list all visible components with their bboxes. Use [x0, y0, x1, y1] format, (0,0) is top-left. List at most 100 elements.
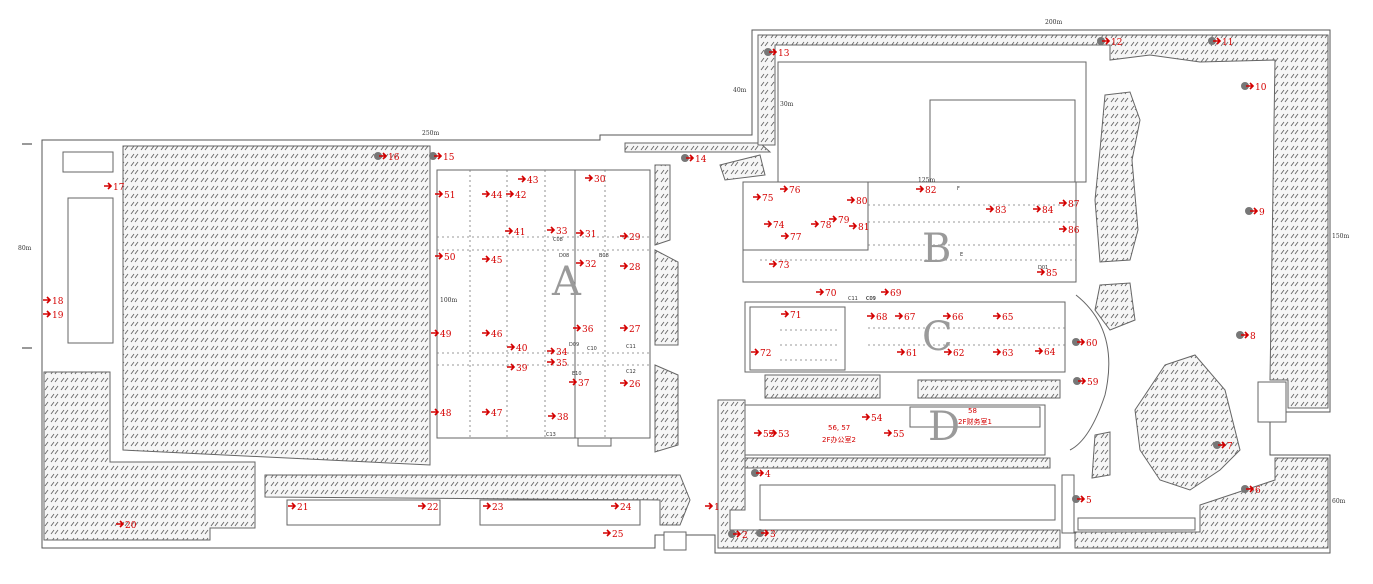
camera-arrow-icon — [507, 363, 516, 371]
marker-number: 2 — [742, 531, 748, 541]
camera-arrow-icon — [547, 226, 556, 234]
southeast-block-2 — [1077, 517, 1196, 531]
camera-arrow-icon — [483, 502, 492, 510]
camera-marker-43: 43 — [518, 175, 539, 186]
hatch-south-inner — [1061, 474, 1075, 534]
camera-arrow-icon — [781, 310, 790, 318]
camera-marker-48: 48 — [431, 408, 452, 419]
camera-arrow-icon — [1213, 37, 1222, 45]
camera-marker-23: 23 — [483, 502, 504, 513]
camera-arrow-icon — [780, 185, 789, 193]
camera-marker-7: 7 — [1213, 441, 1233, 452]
camera-marker-47: 47 — [482, 408, 503, 419]
camera-marker-41: 41 — [505, 227, 525, 238]
camera-arrow-icon — [434, 152, 443, 160]
camera-arrow-icon — [769, 48, 778, 56]
camera-marker-42: 42 — [506, 190, 526, 201]
southeast-block-1 — [759, 484, 1056, 521]
camera-arrow-icon — [379, 152, 388, 160]
camera-arrow-icon — [603, 529, 612, 537]
hatch-island-7 — [719, 154, 766, 181]
marker-number: 79 — [838, 216, 850, 226]
camera-arrow-icon — [43, 296, 52, 304]
marker-number: 30 — [594, 175, 606, 185]
marker-number: 32 — [585, 260, 596, 270]
camera-marker-78: 78 — [811, 220, 832, 231]
camera-arrow-icon — [769, 260, 778, 268]
buildings — [62, 61, 1287, 551]
camera-arrow-icon — [518, 175, 527, 183]
building-b-west — [742, 181, 869, 251]
marker-number: 33 — [556, 227, 568, 237]
camera-arrow-icon — [1033, 205, 1042, 213]
camera-marker-12: 12 — [1097, 37, 1122, 48]
camera-marker-1: 1 — [705, 502, 720, 513]
dim-40m: 40m — [733, 87, 747, 94]
marker-number: 80 — [856, 197, 868, 207]
camera-arrow-icon — [507, 343, 516, 351]
marker-number: 60 — [1086, 339, 1098, 349]
note-58: 58 — [968, 407, 977, 415]
small-block-nw — [62, 151, 114, 173]
camera-dot — [1097, 37, 1105, 45]
camera-marker-13: 13 — [764, 48, 790, 59]
camera-arrow-icon — [482, 408, 491, 416]
marker-number: 84 — [1042, 206, 1054, 216]
camera-marker-69: 69 — [881, 288, 902, 299]
marker-number: 44 — [491, 191, 503, 201]
camera-dot — [751, 469, 759, 477]
camera-arrow-icon — [781, 232, 790, 240]
camera-arrow-icon — [751, 348, 760, 356]
grid-code: C08 — [553, 237, 563, 243]
camera-marker-63: 63 — [993, 348, 1014, 359]
camera-arrow-icon — [482, 190, 491, 198]
camera-marker-76: 76 — [780, 185, 801, 196]
marker-number: 6 — [1255, 486, 1261, 496]
camera-arrow-icon — [816, 288, 825, 296]
marker-number: 20 — [125, 521, 137, 531]
dim-30m: 30m — [780, 101, 794, 108]
camera-marker-67: 67 — [895, 312, 916, 323]
marker-number: 51 — [444, 191, 455, 201]
camera-marker-70: 70 — [816, 288, 837, 299]
dim-250m: 250m — [422, 130, 439, 137]
camera-marker-52: 52 — [754, 429, 774, 440]
long-block-west — [67, 197, 114, 344]
camera-marker-51: 51 — [435, 190, 455, 201]
marker-number: 3 — [770, 530, 776, 540]
camera-arrow-icon — [620, 324, 629, 332]
grid-code: F — [957, 186, 960, 192]
hatch-d-bottom — [744, 457, 1051, 469]
camera-arrow-icon — [611, 502, 620, 510]
camera-marker-15: 15 — [429, 152, 455, 163]
grid-code: C12 — [626, 369, 636, 375]
grid-code: B08 — [599, 253, 609, 259]
marker-number: 29 — [629, 233, 641, 243]
camera-marker-26: 26 — [620, 379, 641, 390]
camera-arrow-icon — [1218, 441, 1227, 449]
marker-number: 42 — [515, 191, 526, 201]
camera-arrow-icon — [569, 378, 578, 386]
camera-marker-86: 86 — [1059, 225, 1080, 236]
marker-number: 26 — [629, 380, 641, 390]
camera-marker-2: 2 — [728, 530, 748, 541]
camera-dot — [429, 152, 437, 160]
marker-number: 43 — [527, 176, 539, 186]
camera-marker-34: 34 — [547, 347, 568, 358]
grid-code: C10 — [587, 346, 597, 352]
marker-number: 19 — [52, 311, 64, 321]
marker-number: 23 — [492, 503, 504, 513]
camera-marker-36: 36 — [573, 324, 594, 335]
camera-marker-74: 74 — [764, 220, 785, 231]
hatch-island-4 — [1091, 431, 1111, 479]
camera-arrow-icon — [1077, 338, 1086, 346]
marker-number: 36 — [582, 325, 594, 335]
grid-code: C13 — [546, 432, 556, 438]
hatch-c-bar-1 — [764, 374, 881, 399]
camera-arrow-icon — [811, 220, 820, 228]
marker-number: 24 — [620, 503, 632, 513]
marker-number: 50 — [444, 253, 456, 263]
camera-marker-49: 49 — [431, 329, 452, 340]
marker-number: 78 — [820, 221, 832, 231]
marker-number: 72 — [760, 349, 771, 359]
